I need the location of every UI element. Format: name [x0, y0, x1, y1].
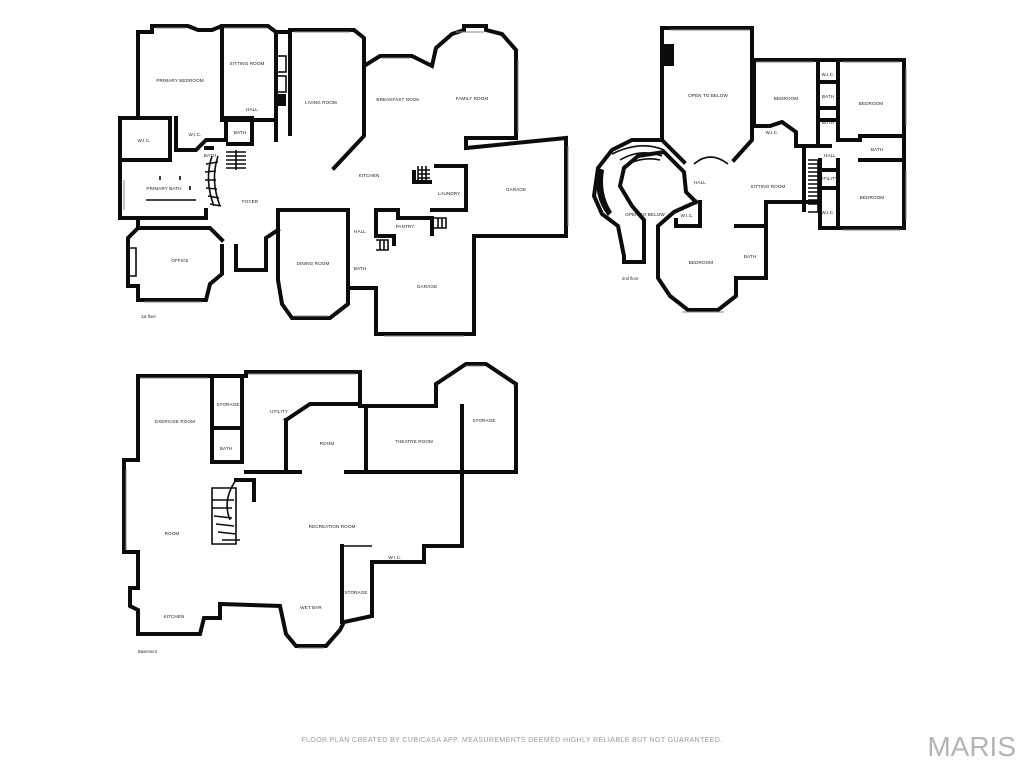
brand-logo: MARIS: [927, 731, 1016, 762]
room-label-utility: UTILITY: [820, 176, 838, 181]
room-label-bedroom: BEDROOM: [774, 96, 799, 101]
first-floor-plan: PRIMARY BEDROOM SITTING ROOM HALL LIVING…: [118, 24, 569, 337]
room-label-bath: BATH: [354, 266, 366, 271]
room-label-wic: W.I.C.: [821, 210, 834, 215]
room-label-wic: W.I.C.: [821, 72, 834, 77]
room-label-recreation-room: RECREATION ROOM: [309, 524, 356, 529]
room-label-bath: BATH: [871, 147, 883, 152]
floor-label-second: 2nd floor: [622, 276, 639, 281]
room-label-kitchen: KITCHEN: [359, 173, 380, 178]
room-label-breakfast-nook: BREAKFAST NOOK: [376, 97, 420, 102]
room-label-theatre-room: THEATRE ROOM: [395, 439, 433, 444]
room-label-hall: HALL: [824, 153, 836, 158]
room-label-open-to-below: OPEN TO BELOW: [688, 93, 728, 98]
floor-label-basement: Basement: [138, 649, 158, 654]
room-label-hall: HALL: [246, 107, 258, 112]
room-label-laundry: LAUNDRY: [438, 191, 461, 196]
room-label-wet-bar: WET BAR: [300, 605, 322, 610]
room-label-bath: BATH: [204, 153, 216, 158]
room-label-bath: BATH: [234, 130, 246, 135]
room-label-primary-bedroom: PRIMARY BEDROOM: [156, 78, 203, 83]
room-label-dining-room: DINING ROOM: [297, 261, 330, 266]
room-label-hall: HALL: [694, 180, 706, 185]
room-label-bath: BATH: [822, 94, 834, 99]
room-label-storage: STORAGE: [216, 402, 239, 407]
room-label-garage: GARAGE: [417, 284, 437, 289]
room-label-exercise-room: EXERCISE ROOM: [155, 419, 195, 424]
room-label-wic: W.I.C.: [765, 130, 778, 135]
room-label-wic: W.I.C.: [188, 132, 201, 137]
room-label-sitting-room: SITTING ROOM: [230, 61, 265, 66]
room-label-kitchen: KITCHEN: [164, 614, 185, 619]
room-label-utility: UTILITY: [270, 409, 288, 414]
second-floor-plan: OPEN TO BELOW BEDROOM BEDROOM W.I.C. BAT…: [591, 26, 907, 313]
room-label-wic: W.I.C.: [137, 138, 150, 143]
room-label-wic: W.I.C.: [680, 213, 693, 218]
room-label-storage: STORAGE: [344, 590, 367, 595]
floor-plan-credit: FLOOR PLAN CREATED BY CUBICASA APP. MEAS…: [301, 737, 723, 744]
room-label-bedroom: BEDROOM: [859, 101, 884, 106]
room-label-primary-bath: PRIMARY BATH: [146, 186, 181, 191]
room-label-bath: BATH: [822, 120, 834, 125]
room-label-wic: W.I.C.: [388, 555, 401, 560]
room-label-living-room: LIVING ROOM: [305, 100, 337, 105]
room-label-hall: HALL: [354, 229, 366, 234]
room-label-garage: GARAGE: [506, 187, 526, 192]
room-label-storage: STORAGE: [472, 418, 495, 423]
room-label-foyer: FOYER: [242, 199, 259, 204]
room-label-open-to-below: OPEN TO BELOW: [625, 212, 665, 217]
room-label-bedroom: BEDROOM: [860, 195, 885, 200]
room-label-room: ROOM: [320, 441, 335, 446]
floor-label-first: 1st floor: [141, 314, 157, 319]
room-label-office: OFFICE: [171, 258, 188, 263]
room-label-room: ROOM: [165, 531, 180, 536]
room-label-sitting-room: SITTING ROOM: [751, 184, 786, 189]
room-label-bath: BATH: [220, 446, 232, 451]
room-label-bedroom: BEDROOM: [689, 260, 714, 265]
room-label-bath: BATH: [744, 254, 756, 259]
basement-plan: STORAGE EXERCISE ROOM UTILITY BATH ROOM …: [122, 362, 518, 654]
room-label-pantry: PANTRY: [396, 224, 415, 229]
room-label-family-room: FAMILY ROOM: [456, 96, 489, 101]
